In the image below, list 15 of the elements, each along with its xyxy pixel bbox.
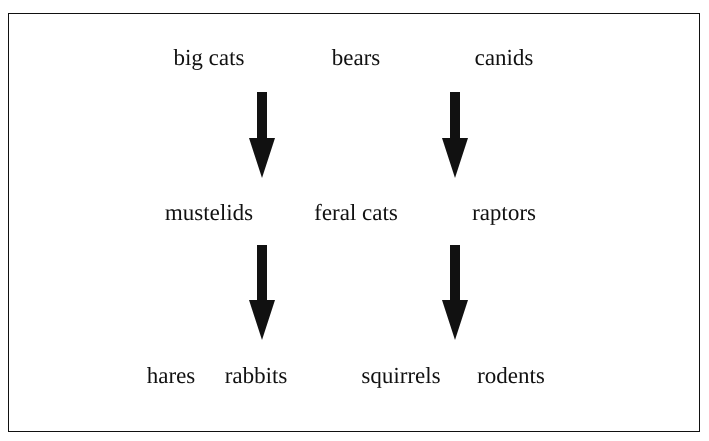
animal-label: mustelids xyxy=(164,200,254,226)
arrow xyxy=(249,245,275,340)
arrow xyxy=(249,92,275,178)
animal-label: rodents xyxy=(477,363,545,389)
animal-label: canids xyxy=(474,45,534,71)
arrow xyxy=(442,92,468,178)
frame-box xyxy=(8,13,700,432)
animal-label: rabbits xyxy=(224,363,288,389)
animal-label: raptors xyxy=(472,200,536,226)
animal-label: feral cats xyxy=(314,200,398,226)
animal-label: squirrels xyxy=(361,363,441,389)
animal-label: bears xyxy=(332,45,380,71)
animal-label: big cats xyxy=(174,45,244,71)
arrow xyxy=(442,245,468,340)
animal-label: hares xyxy=(146,363,196,389)
